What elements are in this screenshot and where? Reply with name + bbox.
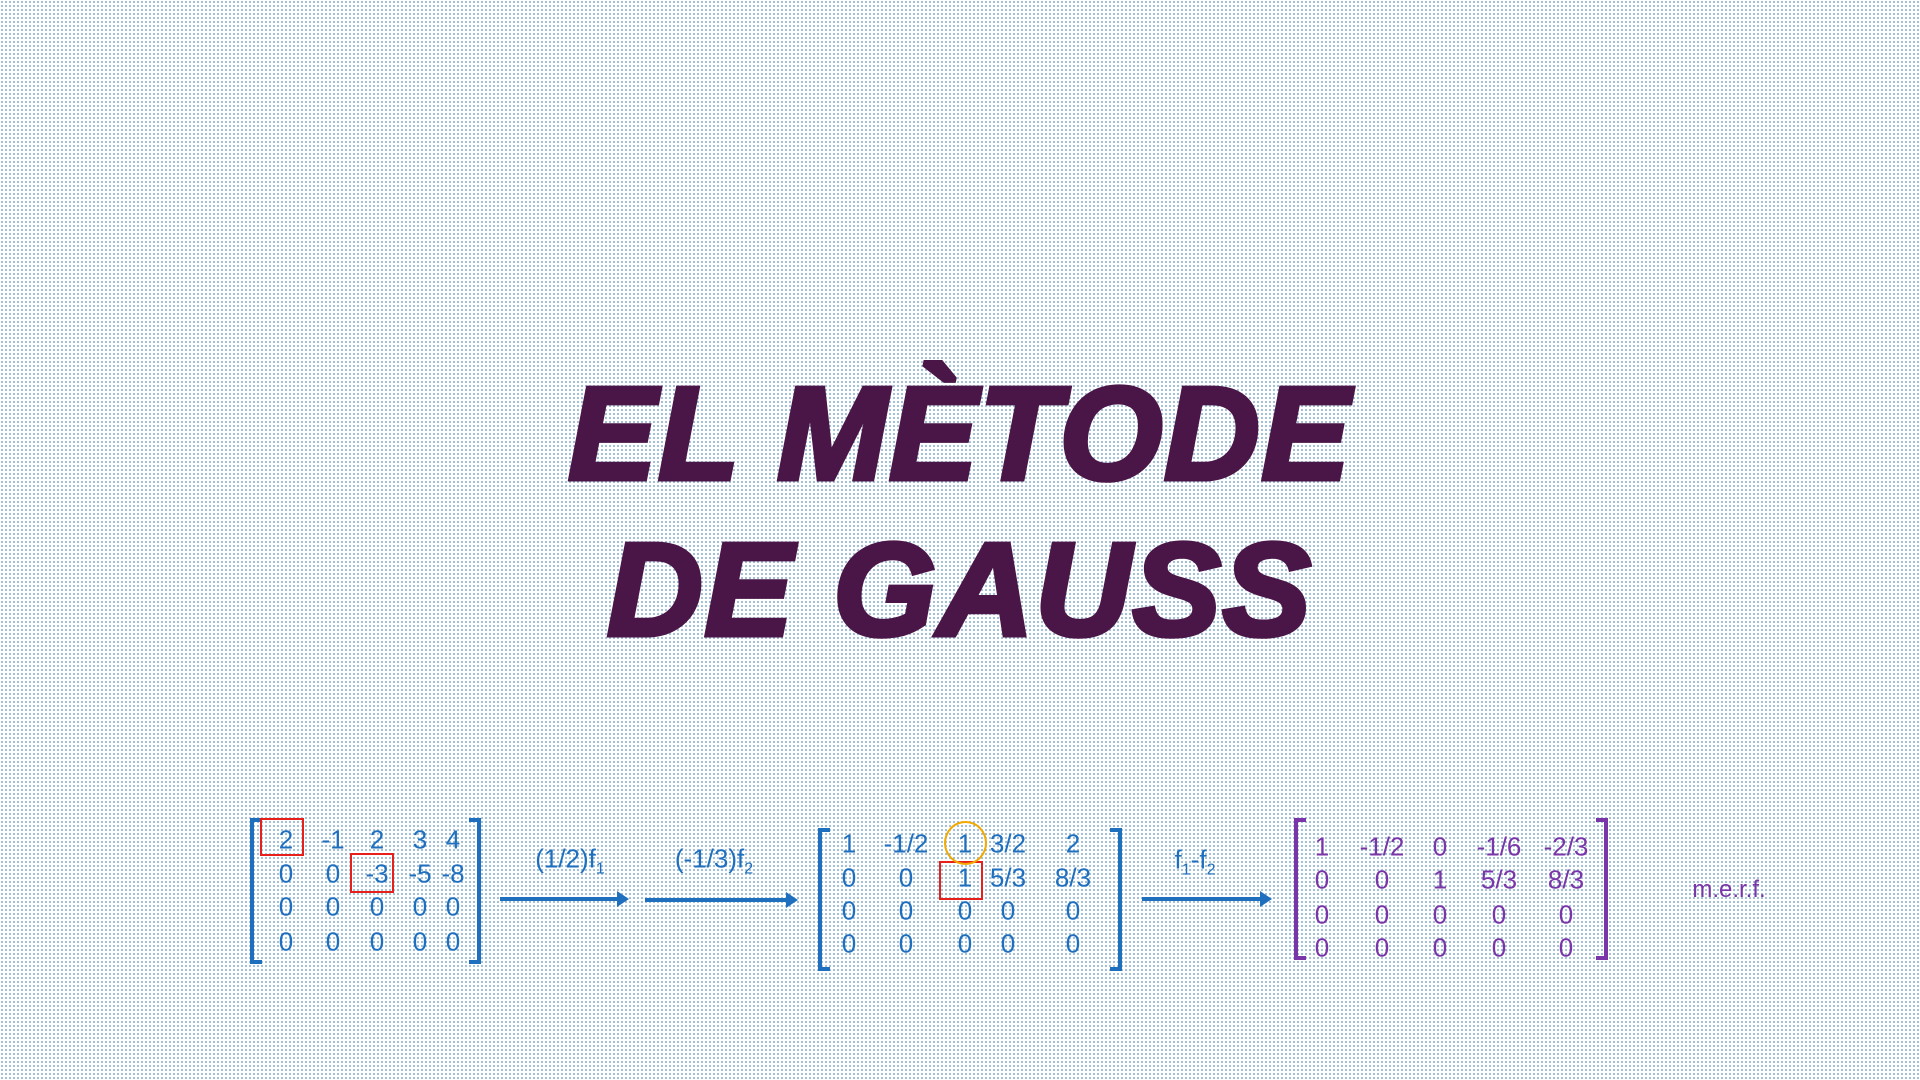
matrix-3-cell: 1	[1432, 864, 1448, 895]
matrix-2-cell: 0	[1065, 895, 1081, 926]
matrix-2-cell: 1	[957, 862, 973, 893]
matrix-3-cell: 0	[1374, 932, 1390, 963]
op3-rest: -f	[1190, 844, 1207, 875]
matrix-3-cell: -2/3	[1543, 831, 1589, 862]
matrix-3-cell: 5/3	[1480, 864, 1518, 895]
matrix-3-cell: 0	[1374, 899, 1390, 930]
matrix-2-cell: 5/3	[989, 862, 1027, 893]
matrix-3-cell: 0	[1432, 831, 1448, 862]
matrix-2-right-bracket	[1110, 828, 1122, 971]
matrix-1-cell: 0	[445, 891, 461, 922]
pivot-box-m2	[939, 861, 983, 900]
matrix-2-cell: 8/3	[1054, 862, 1092, 893]
operation-3-label: f1-f2	[1175, 844, 1216, 879]
matrix-3-cell: 0	[1314, 932, 1330, 963]
matrix-1-cell: -5	[408, 858, 432, 889]
matrix-3-cell: 0	[1558, 932, 1574, 963]
highlight-circle-m2	[944, 821, 987, 865]
title-line-1: EL MÈTODE	[566, 360, 1352, 507]
matrix-2-cell: 3/2	[989, 828, 1027, 859]
matrix-1-left-bracket	[250, 818, 262, 964]
pivot-box-m1-a	[260, 818, 304, 856]
matrix-1-cell: 0	[369, 891, 385, 922]
op3-sub2: 2	[1206, 861, 1216, 879]
matrix-2-cell: 0	[1000, 928, 1016, 959]
matrix-2-cell: -1/2	[883, 828, 929, 859]
matrix-2-left-bracket	[818, 828, 830, 971]
matrix-3-cell: 0	[1374, 864, 1390, 895]
matrix-2-cell: 0	[1000, 895, 1016, 926]
matrix-3-cell: 0	[1432, 899, 1448, 930]
matrix-1-cell: -8	[441, 858, 465, 889]
matrix-1-right-bracket	[469, 818, 481, 964]
matrix-2-cell: 1	[841, 828, 857, 859]
matrix-1-cell: -1	[321, 824, 345, 855]
pivot-box-m1-b	[350, 853, 394, 893]
matrix-1-cell: 3	[412, 824, 428, 855]
matrix-1-cell: -3	[365, 858, 389, 889]
matrix-2-cell: 0	[957, 928, 973, 959]
matrix-3-cell: 0	[1558, 899, 1574, 930]
matrix-2-cell: 0	[1065, 928, 1081, 959]
matrix-2-cell: 0	[898, 862, 914, 893]
matrix-3-cell: 0	[1314, 864, 1330, 895]
matrix-1-cell: 0	[278, 891, 294, 922]
matrix-1-cell: 0	[278, 926, 294, 957]
matrix-1-cell: 4	[445, 824, 461, 855]
op2-sub: 2	[744, 860, 754, 878]
matrix-3-cell: 0	[1491, 932, 1507, 963]
matrix-1-cell: 0	[325, 891, 341, 922]
matrix-3-cell: 8/3	[1547, 864, 1585, 895]
matrix-1-cell: 2	[278, 824, 294, 855]
matrix-3-right-bracket	[1596, 818, 1608, 960]
matrix-1-cell: 0	[325, 926, 341, 957]
arrow-2	[645, 892, 798, 908]
matrix-3-left-bracket	[1294, 818, 1306, 960]
op3-sub: 1	[1181, 861, 1191, 879]
matrix-2-cell: 0	[841, 928, 857, 959]
matrix-1-cell: 0	[412, 926, 428, 957]
op2-main: (-1/3)f	[674, 843, 745, 874]
matrix-1-cell: 2	[369, 824, 385, 855]
matrix-1-cell: 0	[325, 858, 341, 889]
matrix-3-cell: 0	[1314, 899, 1330, 930]
matrix-2-cell: 0	[898, 895, 914, 926]
matrix-3-cell: 1	[1314, 831, 1330, 862]
op3-main: f	[1174, 844, 1182, 875]
arrow-3	[1142, 891, 1272, 907]
matrix-1-cell: 0	[369, 926, 385, 957]
matrix-1-cell: 0	[412, 891, 428, 922]
matrix-1-cell: 0	[278, 858, 294, 889]
operation-2-label: (-1/3)f2	[675, 843, 753, 878]
matrix-3-cell: -1/6	[1476, 831, 1522, 862]
title-line-2: DE GAUSS	[605, 516, 1313, 663]
matrix-3-cell: -1/2	[1359, 831, 1405, 862]
matrix-2-cell: 0	[841, 862, 857, 893]
matrix-2-cell: 0	[841, 895, 857, 926]
matrix-2-cell: 0	[898, 928, 914, 959]
matrix-2-cell: 2	[1065, 828, 1081, 859]
matrix-1-cell: 0	[445, 926, 461, 957]
op1-main: (1/2)f	[535, 843, 596, 874]
matrix-3-cell: 0	[1432, 932, 1448, 963]
result-label: m.e.r.f.	[1692, 876, 1766, 903]
operation-1-label: (1/2)f1	[535, 843, 605, 878]
matrix-3-cell: 0	[1491, 899, 1507, 930]
arrow-1	[500, 891, 629, 907]
matrix-2-cell: 0	[957, 895, 973, 926]
op1-sub: 1	[595, 860, 605, 878]
